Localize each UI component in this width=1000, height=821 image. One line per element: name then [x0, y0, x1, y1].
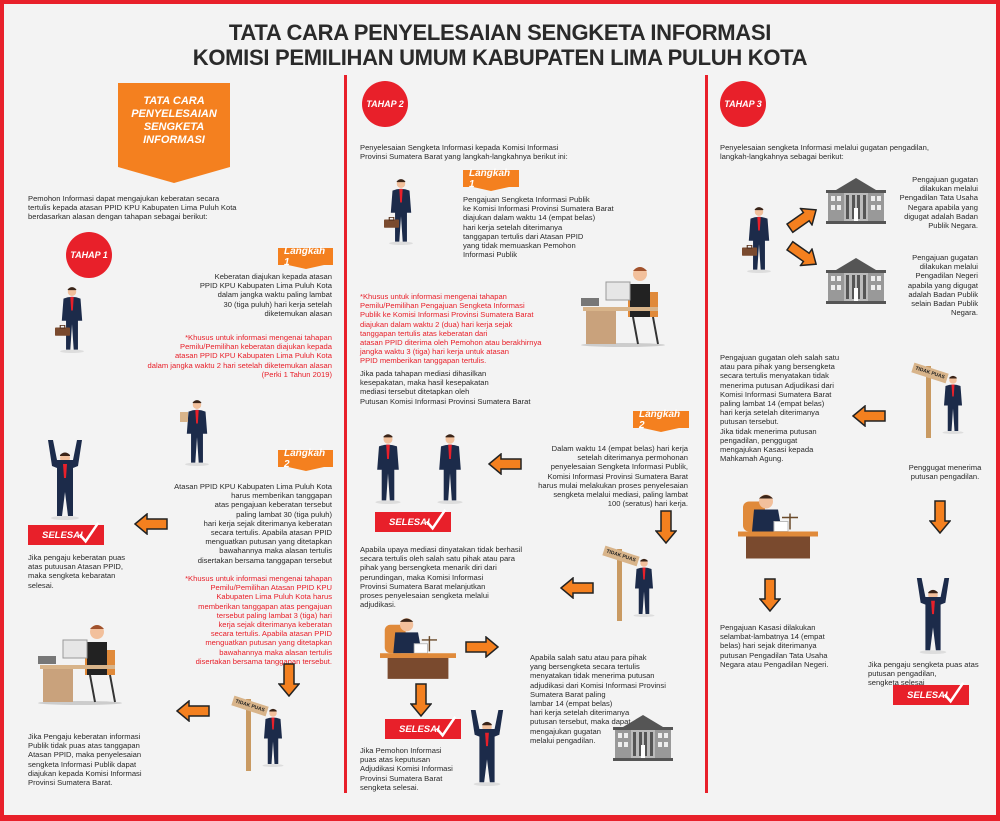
selesai-label: SELESAI [907, 689, 948, 701]
tahap2-mediasi-text: Jika pada tahapan mediasi dihasilkan kes… [360, 369, 531, 406]
judge-desk-icon [380, 617, 456, 679]
tahap3-ptun-text: Pengajuan gugatan dilakukan melalui Peng… [899, 175, 978, 231]
businessman-document-icon [180, 400, 209, 466]
courthouse-icon [826, 258, 886, 304]
arrow-left-icon [852, 405, 886, 427]
arrow-down-icon [759, 578, 781, 612]
column-divider [344, 75, 347, 793]
arrow-left-icon [134, 513, 168, 535]
courthouse-icon [613, 715, 673, 761]
section-banner: TATA CARA PENYELESAIAN SENGKETA INFORMAS… [118, 83, 230, 183]
tidak-puas-man-icon: TIDAK PUAS [602, 545, 663, 627]
tahap3-circle: TAHAP 3 [720, 81, 766, 127]
arrow-down-icon [410, 683, 432, 717]
businessman-briefcase-icon [55, 287, 84, 353]
office-worker-desk-icon [37, 624, 123, 705]
tahap1-langkah1-note: *Khusus untuk informasi mengenai tahapan… [147, 333, 332, 379]
arrow-left-icon [176, 700, 210, 722]
selesai-badge: SELESAI [893, 681, 969, 705]
checkmark-icon [425, 508, 447, 530]
arrow-right-icon [465, 636, 499, 658]
tahap3-menerima-text: Penggugat menerima putusan pengadilan. [908, 463, 982, 482]
businessman-briefcase-icon [384, 179, 413, 245]
selesai-badge: SELESAI [375, 508, 451, 532]
tahap2-circle: TAHAP 2 [362, 81, 408, 127]
two-businessmen-mediation-icon [375, 434, 463, 504]
tahap3-puas-text: Jika pengaju sengketa puas atas putusan … [868, 660, 979, 688]
tahap1-intro: Pemohon Informasi dapat mengajukan keber… [28, 194, 237, 222]
tidak-puas-man-icon: TIDAK PUAS [911, 362, 972, 444]
tahap1-langkah2-badge: Langkah 2 [278, 448, 333, 470]
tahap1-langkah2-note: *Khusus untuk informasi mengenai tahapan… [185, 574, 332, 666]
selesai-label: SELESAI [399, 723, 440, 735]
selesai-badge: SELESAI [385, 715, 461, 739]
businessman-briefcase-icon [742, 207, 771, 273]
courthouse-icon [826, 178, 886, 224]
cheering-man-icon [470, 710, 504, 786]
tahap3-intro: Penyelesaian sengketa Informasi melalui … [720, 143, 929, 162]
tahap2-tolak-adjudikasi-text: Apabila salah satu atau para pihak yang … [530, 653, 666, 745]
tahap2-langkah1-badge: Langkah 1 [463, 168, 519, 190]
checkmark-icon [435, 715, 457, 737]
tahap1-langkah1-badge: Langkah 1 [278, 246, 333, 268]
selesai-label: SELESAI [389, 516, 430, 528]
checkmark-icon [943, 681, 965, 703]
arrow-down-icon [278, 663, 300, 697]
tidak-puas-man-icon: TIDAK PUAS [231, 695, 292, 777]
tahap2-puas-text: Jika Pemohon Informasi puas atas keputus… [360, 746, 453, 792]
tahap1-puas-text: Jika pengaju keberatan puas atas putuusa… [28, 553, 126, 590]
tahap3-pn-text: Pengajuan gugatan dilakukan melalui Peng… [907, 253, 978, 318]
judge-desk-icon [738, 493, 818, 560]
tahap3-gugatan-text: Pengajuan gugatan oleh salah satu atau p… [720, 353, 840, 464]
tahap2-langkah2-text: Dalam waktu 14 (empat belas) hari kerja … [538, 444, 688, 509]
tahap2-intro: Penyelesaian Sengketa Informasi kepada K… [360, 143, 568, 162]
arrow-up-right-icon [783, 200, 823, 238]
arrow-down-icon [655, 510, 677, 544]
tahap2-gagal-mediasi-text: Apabila upaya mediasi dinyatakan tidak b… [360, 545, 523, 610]
cheering-man-icon [48, 440, 82, 520]
tahap2-note: *Khusus untuk informasi mengenai tahapan… [360, 292, 542, 366]
selesai-label: SELESAI [42, 529, 83, 541]
cheering-man-icon [916, 578, 950, 654]
tahap2-langkah1-text: Pengajuan Sengketa Informasi Publik ke K… [463, 195, 614, 260]
page-title-line1: TATA CARA PENYELESAIAN SENGKETA INFORMAS… [228, 20, 772, 45]
column-divider [705, 75, 708, 793]
arrow-down-icon [929, 500, 951, 534]
office-worker-desk-icon [580, 266, 666, 347]
tahap1-langkah1-text: Keberatan diajukan kepada atasan PPID KP… [199, 272, 332, 318]
page-title-line2: KOMISI PEMILIHAN UMUM KABUPATEN LIMA PUL… [192, 45, 808, 70]
tahap1-tidak-puas-text: Jika Pengaju keberatan informasi Publik … [28, 732, 142, 788]
arrow-left-icon [560, 577, 594, 599]
tahap1-langkah2-text: Atasan PPID KPU Kabupaten Lima Puluh Kot… [174, 482, 332, 565]
tahap2-langkah2-badge: Langkah 2 [633, 409, 689, 431]
tahap3-kasasi-text: Pengajuan Kasasi dilakukan selambat-lamb… [720, 623, 829, 669]
arrow-left-icon [488, 453, 522, 475]
checkmark-icon [78, 521, 100, 543]
selesai-badge: SELESAI [28, 521, 104, 545]
tahap1-circle: TAHAP 1 [66, 232, 112, 278]
arrow-down-right-icon [783, 236, 823, 274]
